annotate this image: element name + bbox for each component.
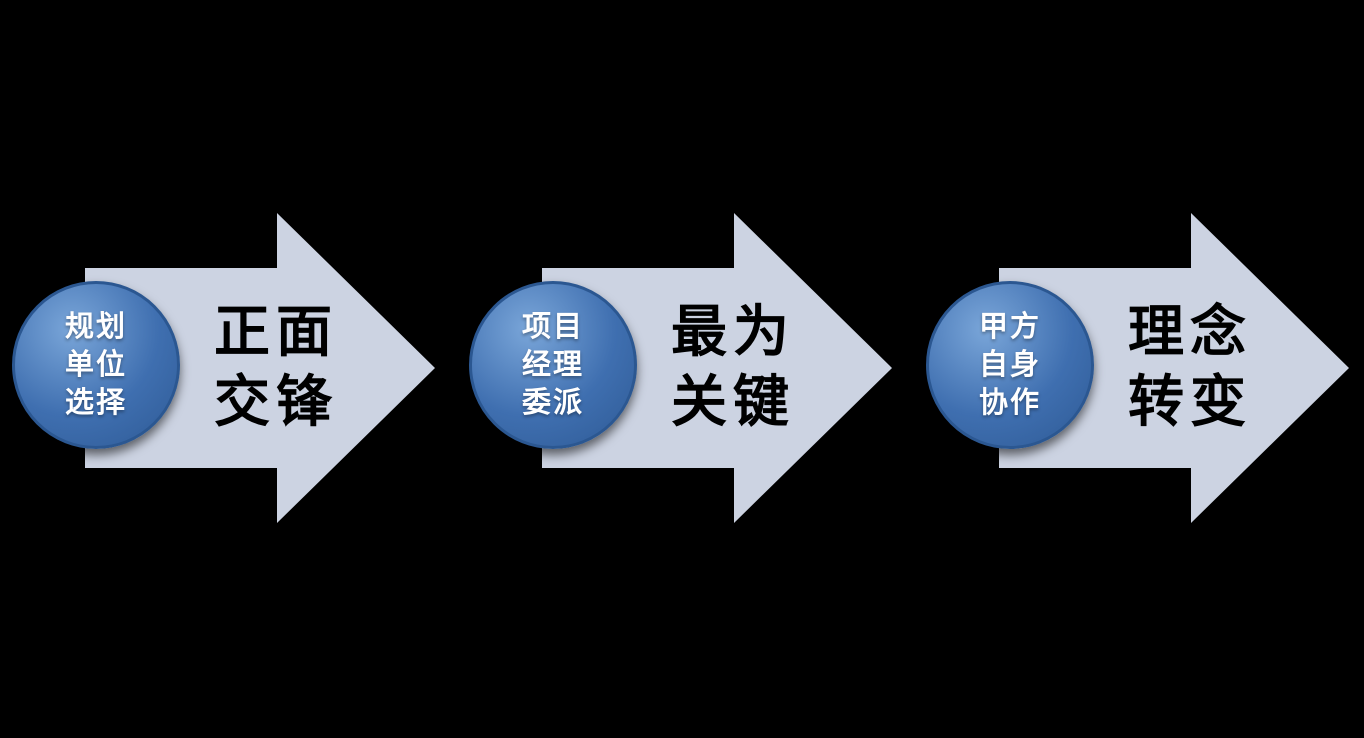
step-label-line: 关键	[671, 372, 795, 434]
process-step-2: 项目 经理 委派 最为 关键	[469, 213, 892, 523]
circle-text-line: 规划	[64, 311, 127, 343]
step-circle: 项目 经理 委派	[469, 281, 637, 449]
process-step-3: 甲方 自身 协作 理念 转变	[926, 213, 1349, 523]
step-label-line: 最为	[671, 302, 795, 364]
right-arrow-shape	[542, 213, 892, 523]
circle-text-line: 单位	[64, 349, 127, 381]
step-label-line: 交锋	[214, 372, 338, 434]
step-label: 最为 关键	[647, 268, 819, 468]
circle-text-line: 经理	[521, 349, 584, 381]
circle-text-line: 自身	[978, 349, 1041, 381]
right-arrow-shape	[999, 213, 1349, 523]
step-label: 正面 交锋	[190, 268, 362, 468]
circle-text-line: 委派	[521, 387, 584, 419]
process-flow-diagram: 规划 单位 选择 正面 交锋 项目 经理 委派 最为 关键 甲方 自身	[12, 213, 1349, 523]
step-label-line: 转变	[1128, 372, 1252, 434]
step-circle: 规划 单位 选择	[12, 281, 180, 449]
step-label-line: 理念	[1128, 302, 1252, 364]
circle-text-line: 协作	[978, 387, 1041, 419]
right-arrow-shape	[85, 213, 435, 523]
step-circle: 甲方 自身 协作	[926, 281, 1094, 449]
circle-text-line: 选择	[64, 387, 127, 419]
process-step-1: 规划 单位 选择 正面 交锋	[12, 213, 435, 523]
step-label-line: 正面	[214, 302, 338, 364]
step-label: 理念 转变	[1104, 268, 1276, 468]
circle-text-line: 项目	[521, 311, 584, 343]
circle-text-line: 甲方	[978, 311, 1041, 343]
